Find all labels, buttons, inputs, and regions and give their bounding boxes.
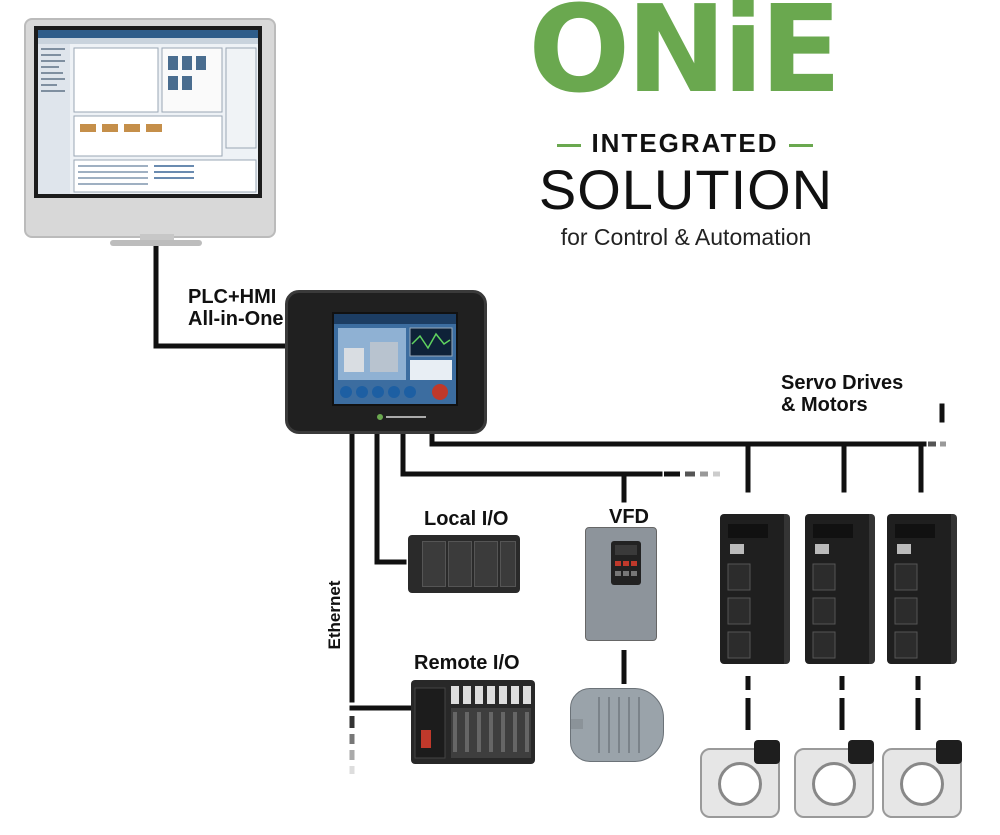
logo-integrated-text: INTEGRATED [591, 128, 779, 158]
servo-drives-label-line2: & Motors [781, 394, 868, 416]
servo-drive-2-graphic [812, 524, 853, 659]
servo-motor-1-shaft [718, 762, 762, 806]
ac-motor-graphic [571, 697, 640, 753]
servo-drives-label: Servo Drives & Motors [781, 372, 903, 416]
servo-drive-1 [720, 514, 790, 664]
local-io-device [408, 535, 520, 593]
servo-drive-1-graphic [727, 524, 768, 659]
servo-drives-label-line1: Servo Drives [781, 372, 904, 394]
hmi-screen-graphic [334, 314, 456, 400]
logo-dash-left [557, 143, 582, 147]
servo-motor-3-connector [936, 740, 962, 764]
servo-drive-3 [887, 514, 957, 664]
monitor-software-screenshot [38, 30, 258, 194]
local-io-module-1 [422, 541, 446, 587]
hmi-brand-badge [376, 408, 428, 420]
plc-hmi-label-line1: PLC+HMI [188, 286, 277, 308]
servo-bus-line [429, 425, 927, 447]
local-io-module-4 [500, 541, 516, 587]
hmi-screen [332, 312, 458, 406]
logo-integrated: INTEGRATED [540, 128, 830, 159]
ethernet-label: Ethernet [325, 580, 344, 650]
local-io-module-2 [448, 541, 472, 587]
servo-motor-2-shaft [812, 762, 856, 806]
servo-drive-2 [805, 514, 875, 664]
remote-io-device [411, 680, 535, 764]
vfd-label: VFD [609, 506, 649, 528]
vfd-keypad [611, 541, 641, 585]
monitor-stand-neck [140, 234, 174, 242]
servo-motor-2-connector [848, 740, 874, 764]
localio-link-line [374, 425, 407, 565]
servo-motor-1 [700, 740, 780, 818]
plc-hmi-label: PLC+HMI All-in-One [188, 286, 284, 330]
servo-motor-2 [794, 740, 874, 818]
vfd-keypad-graphic [615, 545, 637, 576]
vfd-bus-line [400, 425, 663, 477]
plc-hmi-label-line2: All-in-One [188, 308, 284, 330]
hmi-brand-badge-graphic [377, 414, 426, 420]
ac-motor [570, 688, 664, 762]
local-io-label: Local I/O [424, 508, 509, 530]
monitor-link-line [153, 245, 288, 349]
monitor-stand-base [110, 240, 202, 246]
logo-dash-right [788, 143, 813, 147]
remote-io-label: Remote I/O [414, 652, 520, 674]
logo-tagline: for Control & Automation [560, 224, 812, 250]
remote-io-graphic [414, 686, 531, 759]
servo-motor-1-connector [754, 740, 780, 764]
servo-drive-3-graphic [894, 524, 935, 659]
software-screenshot-graphic [38, 30, 258, 194]
servo-motor-3 [882, 740, 962, 818]
local-io-module-3 [474, 541, 498, 587]
servo-motor-3-shaft [900, 762, 944, 806]
brand-logo-word: ONiE [528, 0, 842, 120]
logo-solution: SOLUTION [538, 158, 834, 221]
